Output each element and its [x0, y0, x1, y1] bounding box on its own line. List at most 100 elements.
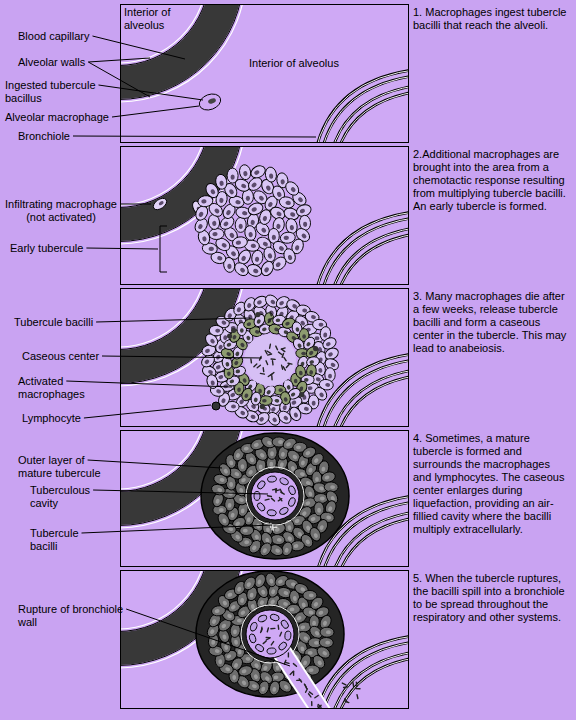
- cell-nucleus: [243, 171, 248, 177]
- cell-nucleus: [254, 397, 258, 402]
- cell-nucleus: [253, 674, 258, 680]
- cell-body: [283, 179, 301, 198]
- mature-tubercle: [196, 571, 344, 697]
- cell-nucleus: [201, 199, 207, 204]
- cell-body: [320, 470, 336, 483]
- tubercle-bacillus: [272, 498, 275, 501]
- cell-nucleus: [237, 387, 241, 392]
- cell-nucleus: [228, 188, 234, 195]
- cell: [288, 497, 297, 508]
- tubercle-bacillus: [260, 373, 264, 375]
- cell-nucleus: [289, 607, 294, 611]
- cell-nucleus: [248, 232, 253, 238]
- part-label: Lymphocyte: [22, 412, 81, 424]
- bronchiole-wall: [321, 217, 408, 284]
- cell-nucleus: [236, 586, 242, 592]
- tubercle-bacillus: [345, 699, 347, 703]
- part-label-box: Tubercule bacilli: [30, 527, 90, 553]
- cell-nucleus: [235, 369, 240, 374]
- cell-nucleus: [219, 508, 224, 512]
- cell-nucleus: [262, 215, 267, 221]
- cell-nucleus: [287, 254, 293, 260]
- tubercle-bacillus: [271, 628, 275, 630]
- tubercle-bacillus: [263, 368, 265, 372]
- cell-nucleus: [240, 342, 246, 348]
- bronchiole-wall: [321, 75, 408, 142]
- cell-nucleus: [215, 364, 221, 370]
- cell-nucleus: [303, 635, 309, 641]
- cell-nucleus: [215, 498, 220, 504]
- part-label: Rupture of bronchiole wall: [18, 603, 123, 628]
- step-caption-box: 5. When the tubercle ruptures, the bacil…: [413, 572, 571, 624]
- bronchiole-wall: [321, 75, 408, 142]
- tubercle-bacillus: [270, 312, 271, 316]
- cell-nucleus: [257, 579, 262, 585]
- cell: [285, 631, 292, 640]
- tubercle-bacillus: [263, 641, 266, 644]
- cell-body: [256, 480, 266, 491]
- cell-body: [197, 91, 223, 113]
- cell-nucleus: [287, 536, 293, 542]
- cell-nucleus: [299, 208, 305, 214]
- cell-nucleus: [259, 464, 263, 469]
- alveolar-wall: [120, 146, 244, 242]
- cell-nucleus: [267, 201, 273, 208]
- leader-line: [86, 248, 158, 249]
- cell-nucleus: [225, 667, 231, 672]
- ingested-bacillus: [207, 97, 216, 104]
- cell: [249, 163, 267, 180]
- bronchiole-wall: [331, 369, 408, 426]
- cell-nucleus: [330, 362, 336, 368]
- cell-nucleus: [262, 327, 268, 332]
- cell-nucleus: [283, 601, 289, 606]
- cell: [288, 485, 297, 496]
- cell-nucleus: [251, 207, 257, 213]
- cell-nucleus: [222, 634, 227, 640]
- cell-nucleus: [233, 629, 238, 634]
- cell-body: [320, 627, 334, 637]
- cell-body: [280, 619, 290, 630]
- part-label-box: Outer layer of mature tubercule: [18, 454, 118, 480]
- bronchiole-wall: [315, 353, 408, 426]
- cell-nucleus: [278, 245, 285, 251]
- bronchiole-wall: [337, 517, 408, 566]
- cell-nucleus: [275, 261, 282, 268]
- tuberculous-cavity: [251, 472, 299, 520]
- cell-nucleus: [315, 477, 319, 482]
- cell-nucleus: [303, 221, 308, 227]
- tubercle-bacillus: [305, 685, 307, 689]
- cell-nucleus: [308, 467, 314, 473]
- tubercle-bacillus: [290, 672, 293, 675]
- tubercle-bacillus: [279, 352, 282, 354]
- bronchiole-wall: [331, 85, 408, 142]
- cell-nucleus: [308, 610, 314, 615]
- cell-nucleus: [323, 332, 328, 337]
- part-label-box: Early tubercule: [10, 242, 83, 255]
- cell: [270, 613, 280, 621]
- tubercle-bacillus: [271, 526, 273, 530]
- cell: [209, 228, 225, 240]
- tubercle-bacillus: [265, 499, 269, 500]
- cell-body: [251, 250, 264, 267]
- cell-body: [238, 164, 252, 181]
- cell-nucleus: [300, 646, 305, 652]
- cell-nucleus: [277, 538, 282, 543]
- part-label-box: Alveolar walls: [18, 56, 85, 69]
- cell-nucleus: [296, 615, 302, 621]
- cell-nucleus: [255, 256, 260, 262]
- cell-nucleus: [293, 596, 298, 601]
- cell-nucleus: [227, 263, 232, 269]
- cell-nucleus: [234, 471, 240, 477]
- step-caption-box: 2.Additional macrophages are brought int…: [413, 148, 571, 213]
- part-label-box: Lymphocyte: [22, 412, 81, 425]
- step-caption: 2.Additional macrophages are brought int…: [413, 148, 566, 212]
- cell-nucleus: [302, 334, 306, 339]
- alveolar-wall: [120, 570, 207, 629]
- cell-body: [249, 163, 267, 180]
- tubercle-bacillus: [266, 361, 268, 365]
- cell-nucleus: [244, 540, 249, 544]
- cell: [277, 641, 288, 652]
- cell-nucleus: [301, 233, 308, 240]
- cell-nucleus: [327, 352, 333, 358]
- cell-nucleus: [301, 602, 306, 608]
